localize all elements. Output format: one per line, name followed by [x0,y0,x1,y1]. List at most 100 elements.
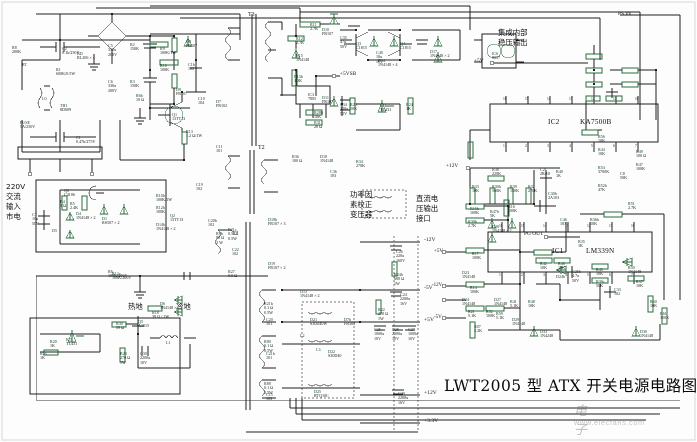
component-value: 103 [330,173,337,179]
component-ref: C46 [560,217,567,222]
component-value: C1815 [400,45,411,51]
component-value: 100K/200V [112,275,132,281]
component-ref: R51 [628,201,635,206]
component-value: RTQ10C [314,393,329,399]
component-value: 1N4148 [462,301,476,307]
component-ref: IC6 [492,51,499,56]
component-ref: D1 [102,216,108,221]
component-value: 5K [490,213,496,219]
component-ref: C10 [198,96,205,101]
component-value: TL431 [66,341,78,347]
ic-label-ic1-ref: IC1 [552,247,564,255]
component-ref: C34 [340,102,347,107]
rail-label-out-m12v: -12V [424,237,436,243]
component-ref: D24b [556,274,566,279]
ic1-pin-b-7: 7 [631,273,633,277]
component-ref: D11 [322,95,329,100]
component-value: 0.1 Ω 0.5W [264,305,274,315]
component-ref: D20 [492,224,500,229]
component-value: 2.7K [468,223,477,229]
ic2-pin-12: 12 [591,97,595,101]
component-ref: R47b [490,209,499,214]
component-value: 1N4148 [296,57,310,63]
component-value: 5.1K [496,315,505,321]
component-ref: D24 [462,297,470,302]
component-ref: C20 [266,317,273,322]
component-value: 1K [406,106,412,112]
component-value: 1N4248 [540,333,554,339]
ic2-pin-b-3: 3 [547,144,549,148]
annotation-pfc-transformer: 功率因 素校正 变压器 [350,190,373,219]
component-ref: D17 [430,49,438,54]
component-value: 39 Ω / 1W [152,314,170,320]
component-value: 3700K [598,169,610,175]
component-value: 47u 50V [340,39,348,49]
component-ref: R50 [628,265,635,270]
component-value: 4.7u 50V [572,273,580,283]
component-ref: R6 [108,269,113,274]
component-value: 10K [350,106,358,112]
component-value: 10K [540,265,548,271]
component-ref: C35 [340,35,347,40]
component-value: S30D40 [328,353,342,359]
ic2-pin-b-2: 2 [525,144,527,148]
component-label: RT [22,62,27,67]
component-value: 10K [472,188,480,194]
ic1-pin-10: 10 [631,224,635,228]
component-ref: R15 [296,53,303,58]
component-value: 102 [208,222,215,228]
component-ref: C33 [614,287,621,292]
component-value: FR102 [216,103,228,109]
component-ref: R21b [264,301,273,306]
component-ref: C36 [330,169,337,174]
annotation-internal-regulator: 集成内部 稳压输出 [498,28,528,47]
component-label: L3 [316,347,321,352]
component-value: FR302 [344,321,356,327]
component-ref: R31 [314,120,321,125]
component-value: 1N4148 × 2 [492,228,512,234]
component-ref: R39c [596,279,605,284]
component-value: 1N4148 × 2 [156,226,176,232]
component-ref: L3 [316,347,321,352]
rail-label-out-p12v: +12V [424,390,437,396]
component-ref: C26 [396,249,403,254]
component-value: 1N4148 × 2 [160,305,180,311]
rail-label-out-p33v: +3.3V [424,418,439,424]
component-value: 5A/250V [20,124,36,130]
component-ref: R56 [598,134,605,139]
ic1-pin-15: 15 [521,224,525,228]
component-value: 680 Ω 1W [394,276,405,286]
component-ref: D18b [268,217,278,222]
component-ref: R38 [492,167,499,172]
component-value: 1N4148 × 4 [378,62,398,68]
ic-label-ic2-ref: IC2 [548,118,560,126]
